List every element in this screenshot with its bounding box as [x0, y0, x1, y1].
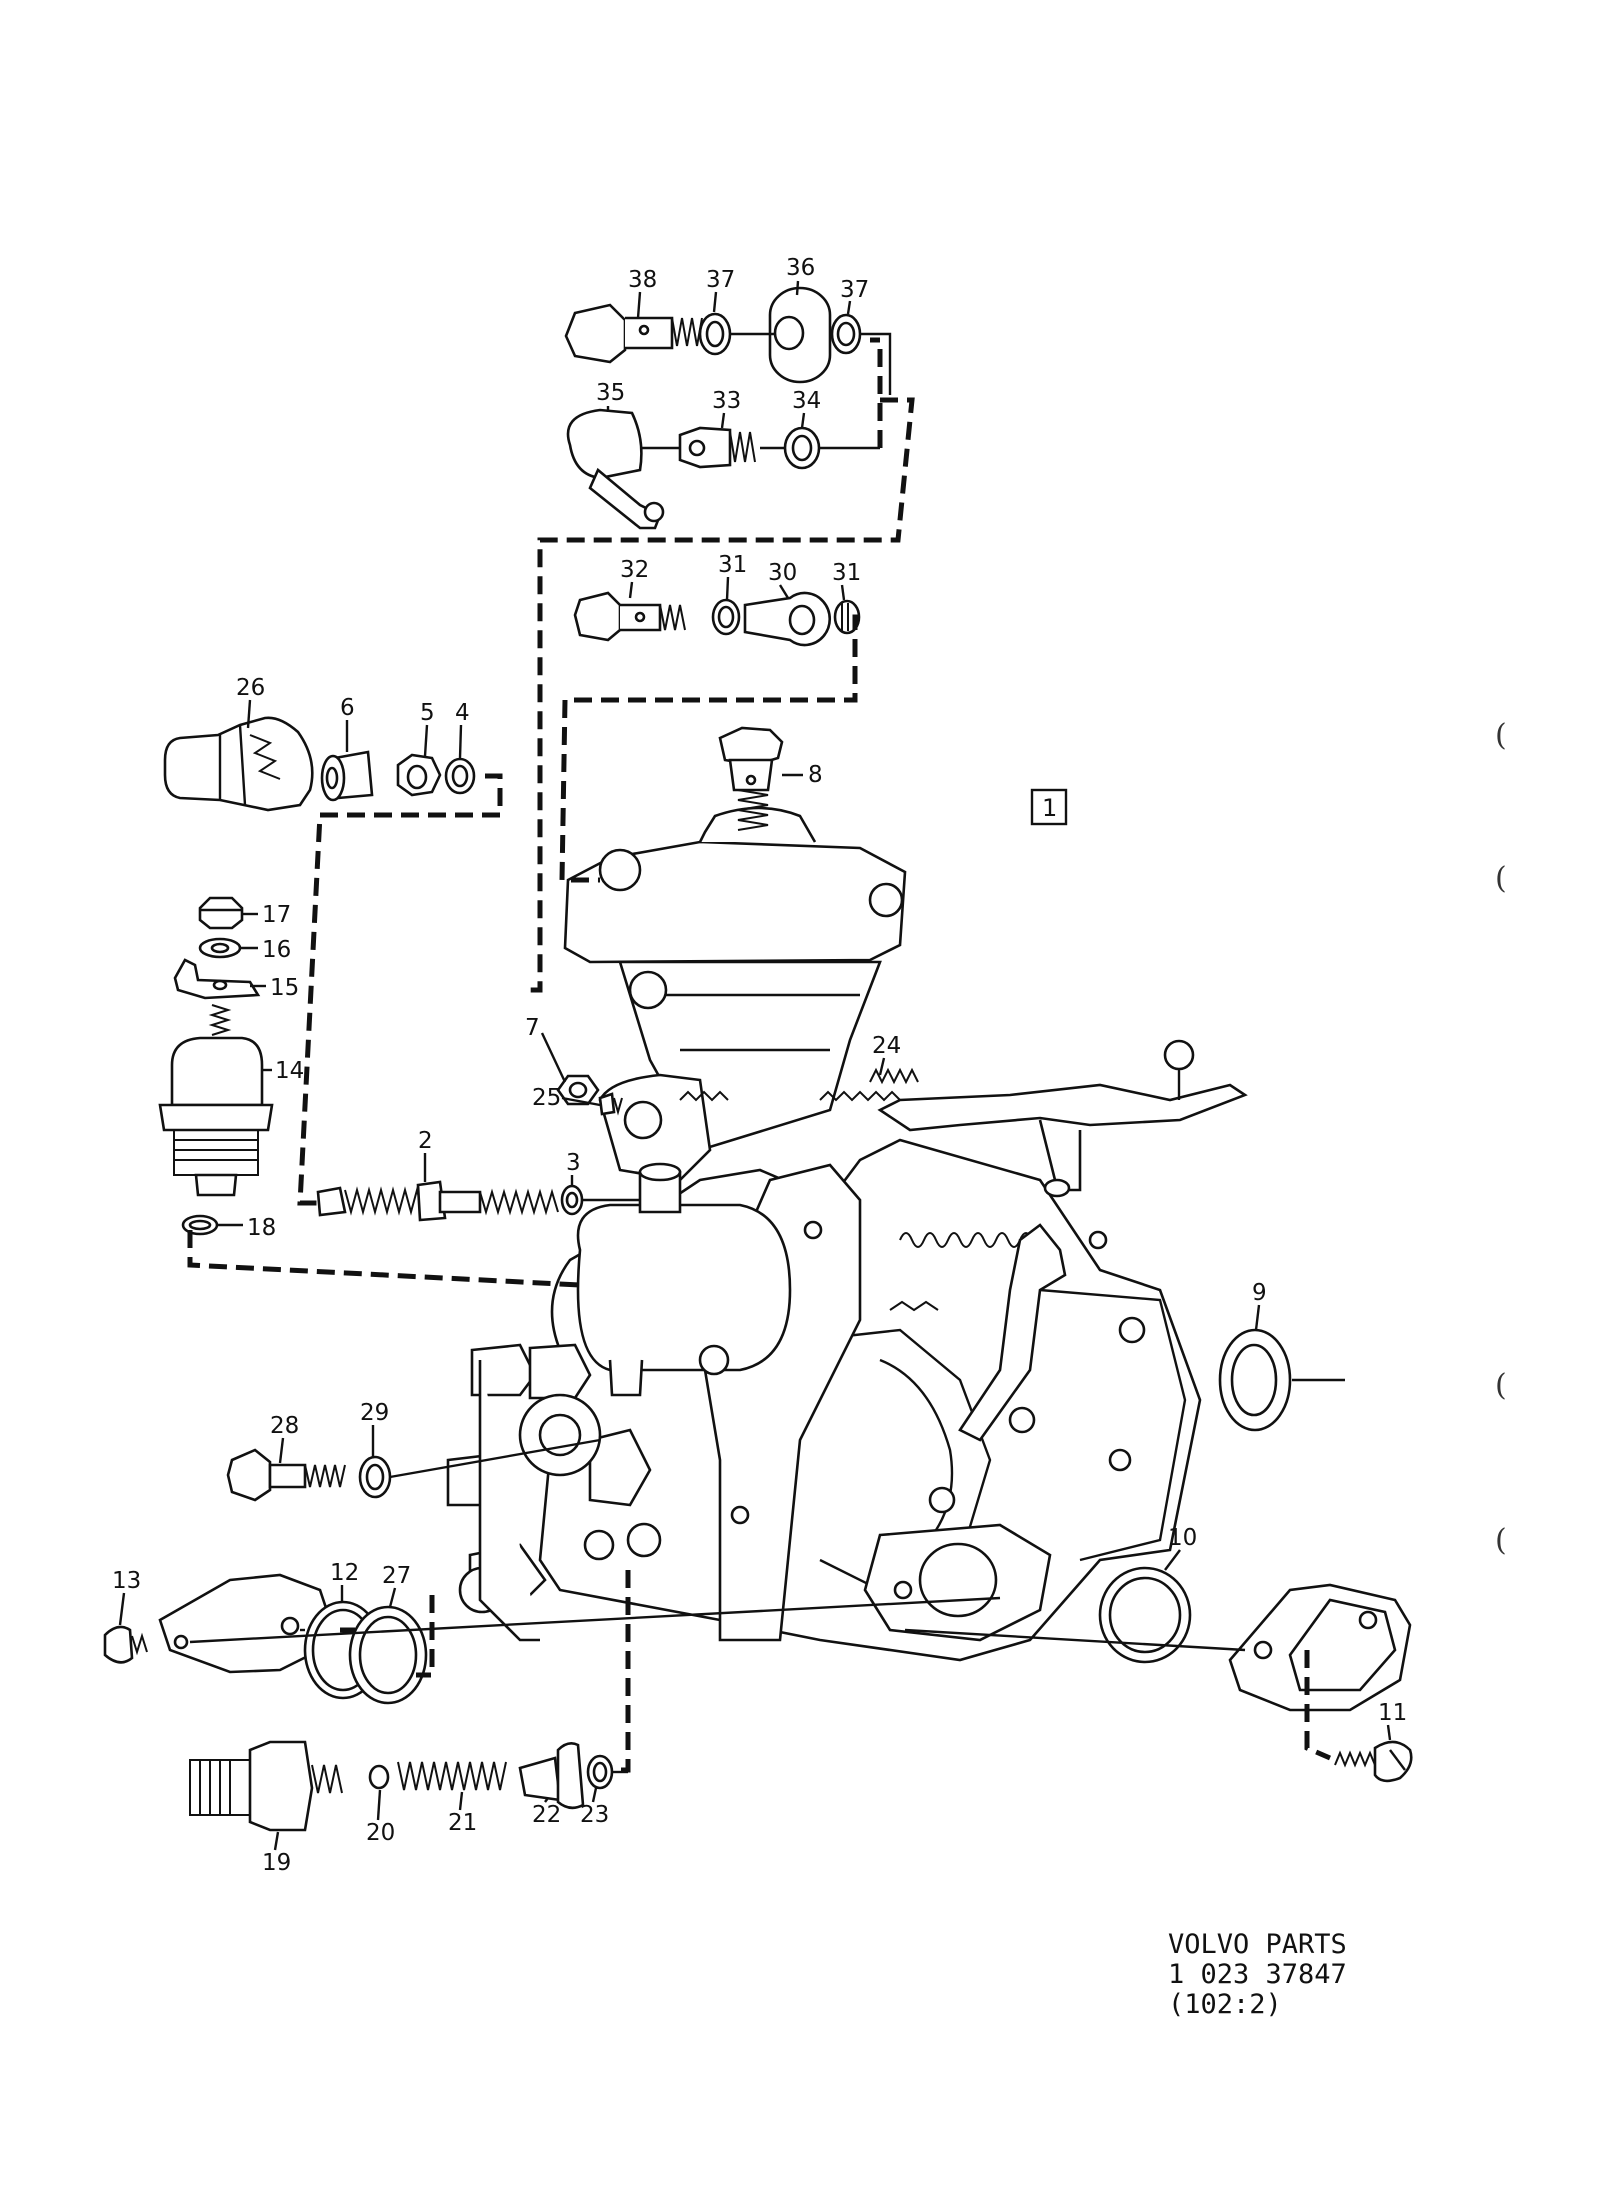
callout-23: 23: [580, 1802, 609, 1828]
callout-21: 21: [448, 1810, 477, 1836]
callout-15: 15: [270, 975, 299, 1001]
callout-27: 27: [382, 1563, 411, 1589]
injection-pump-body: [446, 806, 1248, 1662]
washer-16: [198, 937, 242, 959]
svg-text:(: (: [1495, 718, 1507, 753]
cap-35: [566, 408, 665, 530]
ring-3: [560, 1184, 584, 1216]
callout-10: 10: [1168, 1525, 1197, 1551]
callout-6: 6: [340, 695, 355, 721]
washer-37a: [698, 312, 732, 356]
nut-5: [396, 753, 442, 797]
washer-4: [444, 757, 476, 795]
callout-35: 35: [596, 380, 625, 406]
callout-22: 22: [532, 1802, 561, 1828]
banjo-36: [730, 286, 832, 384]
spring-21: [397, 1761, 507, 1791]
svg-text:1: 1: [1042, 794, 1057, 822]
svg-text:(: (: [1495, 861, 1507, 896]
callout-33: 33: [712, 388, 741, 414]
leader-lines: [189, 332, 1246, 1774]
callout-7: 7: [525, 1015, 540, 1041]
callout-28: 28: [270, 1413, 299, 1439]
callout-17: 17: [262, 902, 291, 928]
callout-30: 30: [768, 560, 797, 586]
bolt-28: [226, 1448, 346, 1502]
screw-25: [598, 1092, 623, 1116]
callout-5: 5: [420, 700, 435, 726]
tab-washer-15: [173, 958, 261, 1000]
callout-16: 16: [262, 937, 291, 963]
callout-37-a: 37: [706, 267, 735, 293]
fitting-19: [189, 1740, 343, 1832]
footer-group: (102:2): [1168, 1989, 1282, 2020]
banjo-bolt-38: [564, 303, 703, 364]
banjo-bolt-32: [573, 591, 686, 642]
washer-37b: [830, 313, 862, 355]
callout-2: 2: [418, 1128, 433, 1154]
callout-31-b: 31: [832, 560, 861, 586]
callout-34: 34: [792, 388, 821, 414]
seal-9: [1218, 1328, 1345, 1432]
screw-13: [103, 1625, 148, 1664]
cover-flange-right: [1228, 1583, 1412, 1712]
callout-37-b: 37: [840, 277, 869, 303]
callout-26: 26: [236, 675, 265, 701]
washer-29: [358, 1455, 392, 1499]
ball-20: [368, 1764, 390, 1790]
dashed-routing-lines: [187, 337, 1331, 1773]
washer-23: [586, 1754, 614, 1790]
bolt-8: [718, 726, 784, 831]
svg-text:(: (: [1495, 1523, 1507, 1558]
nut-17: [198, 896, 244, 930]
washer-27: [348, 1605, 428, 1705]
callout-20: 20: [366, 1820, 395, 1846]
callout-36: 36: [786, 255, 815, 281]
footer-reference: VOLVO PARTS 1 023 37847 (102:2): [1168, 1929, 1347, 2020]
callout-4: 4: [455, 700, 470, 726]
callout-31-a: 31: [718, 552, 747, 578]
spacer-6: [320, 750, 374, 802]
callout-29: 29: [360, 1400, 389, 1426]
oring-10: [1098, 1566, 1192, 1664]
callout-11: 11: [1378, 1700, 1407, 1726]
banjo-30: [743, 591, 831, 647]
callout-19: 19: [262, 1850, 291, 1876]
nut-7: [556, 1074, 600, 1106]
margin-marks: ( ( ( (: [1495, 718, 1507, 1558]
callout-38: 38: [628, 267, 657, 293]
screw-11: [1334, 1740, 1413, 1783]
callout-24: 24: [872, 1033, 901, 1059]
solenoid-26: [163, 716, 314, 812]
callout-25: 25: [532, 1085, 561, 1111]
callout-3: 3: [566, 1150, 581, 1176]
washer-34: [783, 426, 880, 470]
group-box: 1: [1030, 788, 1068, 826]
spring-24: [869, 1067, 919, 1085]
callout-13: 13: [112, 1568, 141, 1594]
callout-8: 8: [808, 762, 823, 788]
callout-9: 9: [1252, 1280, 1267, 1306]
valve-22: [518, 1742, 585, 1810]
sensor-14: [158, 1004, 274, 1197]
footer-number: 1 023 37847: [1168, 1959, 1347, 1990]
washer-31a: [711, 598, 741, 636]
callout-12: 12: [330, 1560, 359, 1586]
valve-33: [640, 426, 795, 469]
plunger-2: [316, 1180, 559, 1222]
callout-labels: 38 37 36 37 35 33 34 32 31 30 31 26: [112, 255, 1407, 1876]
footer-brand: VOLVO PARTS: [1168, 1929, 1347, 1960]
callout-18: 18: [247, 1215, 276, 1241]
svg-text:(: (: [1495, 1368, 1507, 1403]
callout-32: 32: [620, 557, 649, 583]
callout-14: 14: [275, 1058, 304, 1084]
